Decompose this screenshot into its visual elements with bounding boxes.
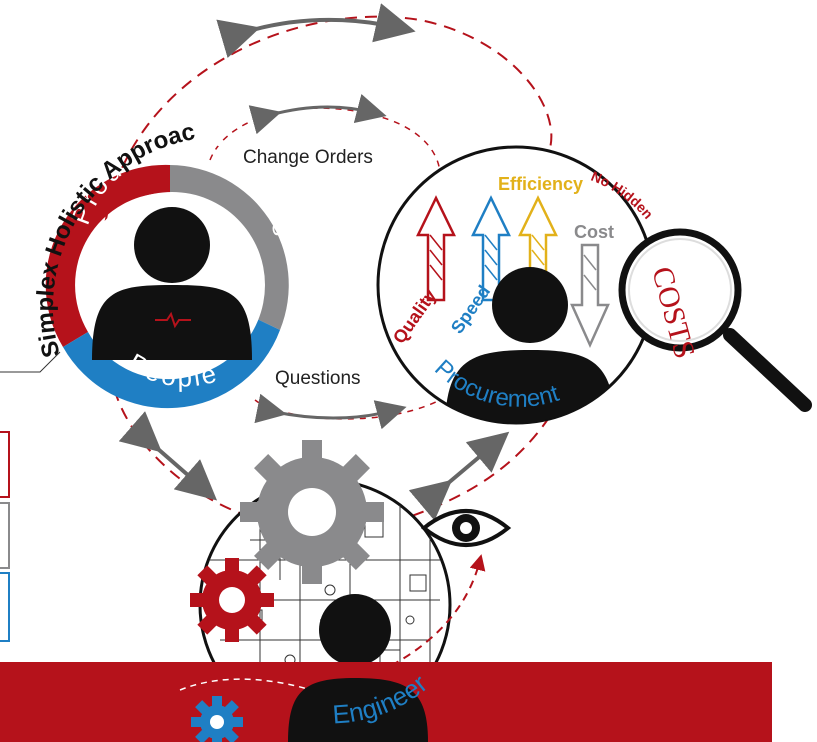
bracket-line (0, 351, 61, 373)
ring-segment-people (63, 318, 280, 409)
person-icon (92, 207, 252, 360)
top-double-arrow (216, 3, 416, 58)
gear-icon (240, 440, 384, 584)
person-icon (445, 267, 615, 423)
change-orders-label: Change Orders (243, 147, 373, 168)
label-efficiency: Efficiency (498, 174, 583, 194)
left-diagonal-arrow (118, 411, 218, 501)
right-diagonal-arrow (408, 431, 510, 521)
gear-icon (190, 558, 274, 642)
left-tab-blue (0, 572, 10, 642)
ring-segment-product (45, 164, 170, 347)
left-tab-gray (0, 502, 10, 569)
left-tab-red (0, 431, 10, 498)
cost-arrow (570, 243, 610, 349)
inner-dashed-loop (209, 107, 441, 176)
magnifier-icon: COSTS (618, 228, 812, 412)
label-cost: Cost (574, 222, 614, 242)
procurement-circle: Quality Speed Efficiency Cost No Hidden … (376, 145, 656, 425)
quality-arrow (416, 195, 456, 302)
eye-icon (420, 509, 512, 547)
gear-icon (191, 696, 243, 742)
lower-dashed-loop (254, 399, 441, 420)
simplex-ring: Product Process People (45, 132, 295, 409)
questions-arrow (254, 393, 407, 430)
change-orders-arrow (248, 93, 387, 135)
ring-segment-process (170, 165, 289, 330)
questions-label: Questions (275, 368, 361, 389)
